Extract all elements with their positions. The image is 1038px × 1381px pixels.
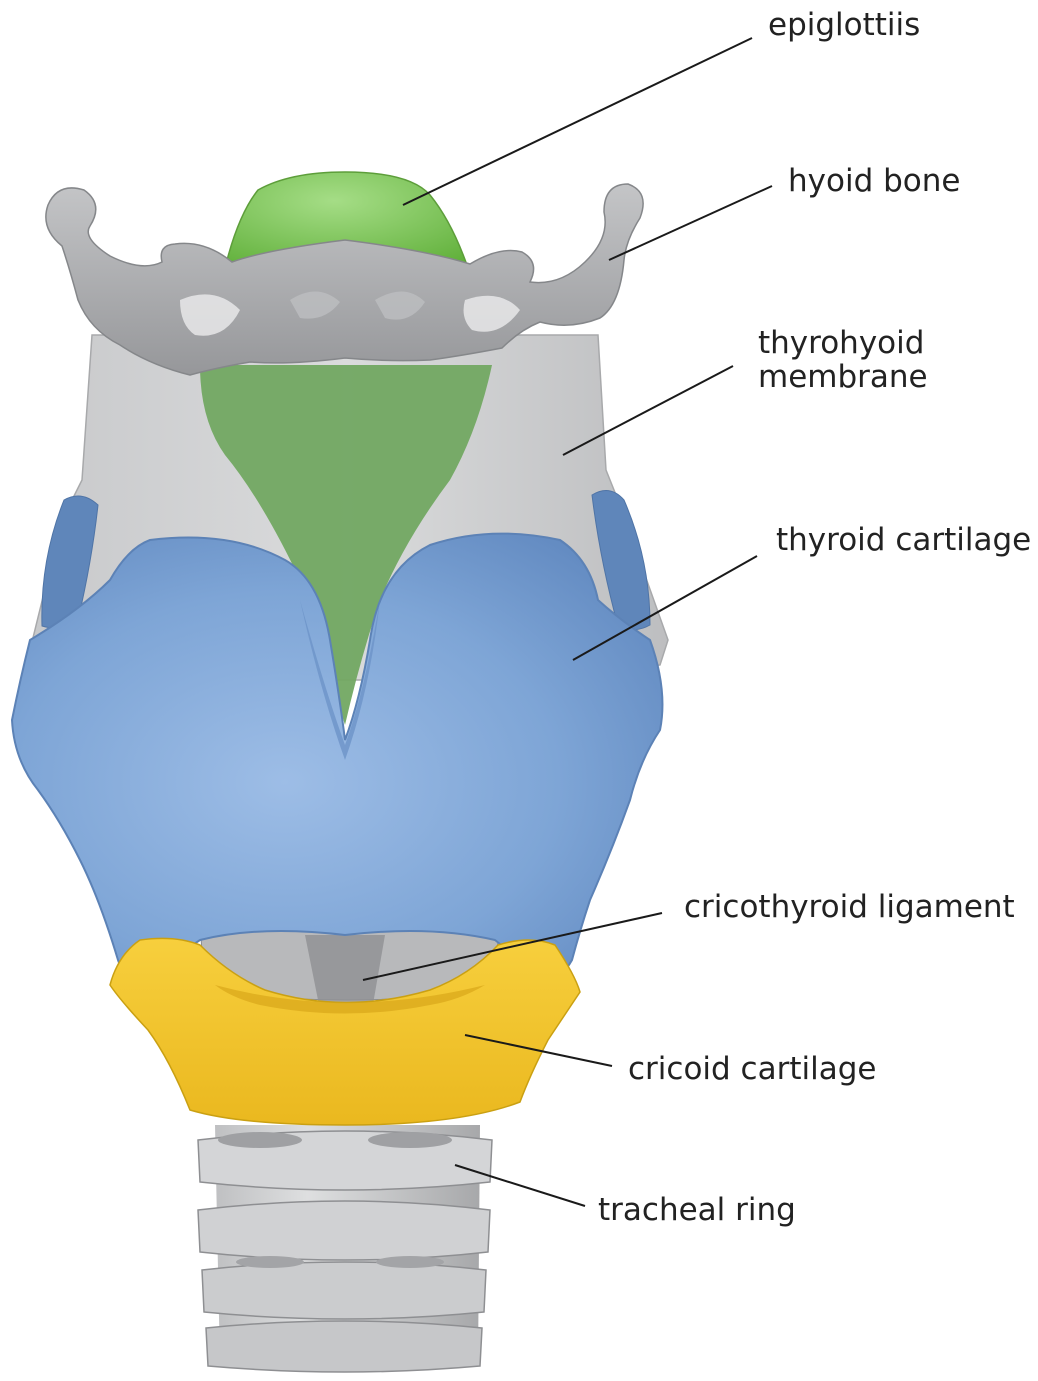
label-hyoid-bone: hyoid bone	[788, 163, 960, 199]
label-thyrohyoid-line2: membrane	[758, 359, 928, 395]
label-cricoid-cartilage: cricoid cartilage	[628, 1051, 876, 1087]
label-tracheal-ring: tracheal ring	[598, 1192, 796, 1228]
label-cricothyroid-ligament: cricothyroid ligament	[684, 889, 1015, 925]
trachea	[198, 1125, 492, 1372]
label-thyrohyoid-line1: thyrohyoid	[758, 325, 924, 361]
labels: epiglottiis hyoid bone thyrohyoid membra…	[598, 7, 1031, 1228]
label-thyroid-cartilage: thyroid cartilage	[776, 522, 1031, 558]
leader-epiglottis	[403, 38, 752, 205]
tracheal-ring-segments	[198, 1131, 492, 1372]
label-epiglottis: epiglottiis	[768, 7, 920, 43]
